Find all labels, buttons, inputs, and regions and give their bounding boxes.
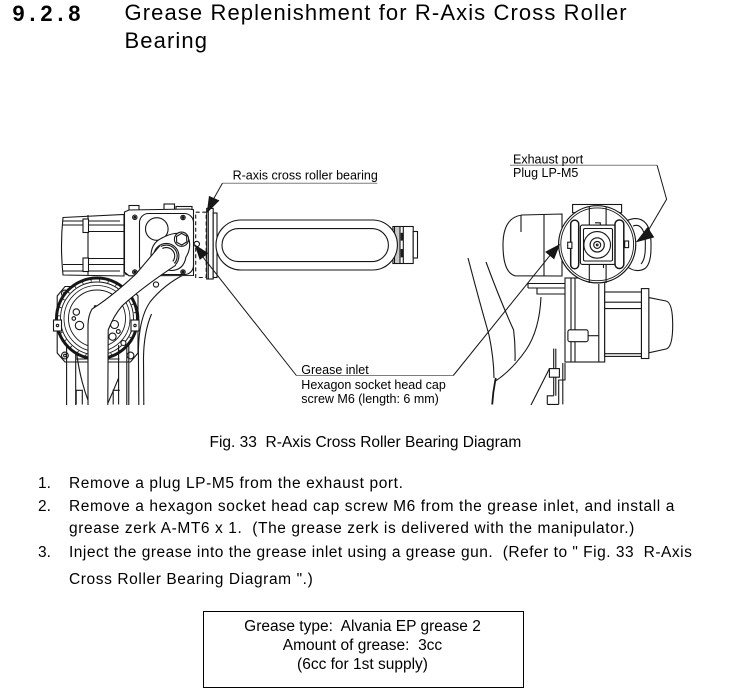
svg-text:Grease inlet: Grease inlet	[301, 363, 369, 377]
svg-text:Exhaust port: Exhaust port	[513, 152, 584, 166]
svg-text:R-axis cross roller bearing: R-axis cross roller bearing	[233, 169, 378, 183]
svg-text:screw M6 (length: 6 mm): screw M6 (length: 6 mm)	[301, 392, 439, 406]
svg-text:Plug LP-M5: Plug LP-M5	[513, 166, 578, 180]
svg-text:Hexagon socket head cap: Hexagon socket head cap	[301, 378, 446, 392]
